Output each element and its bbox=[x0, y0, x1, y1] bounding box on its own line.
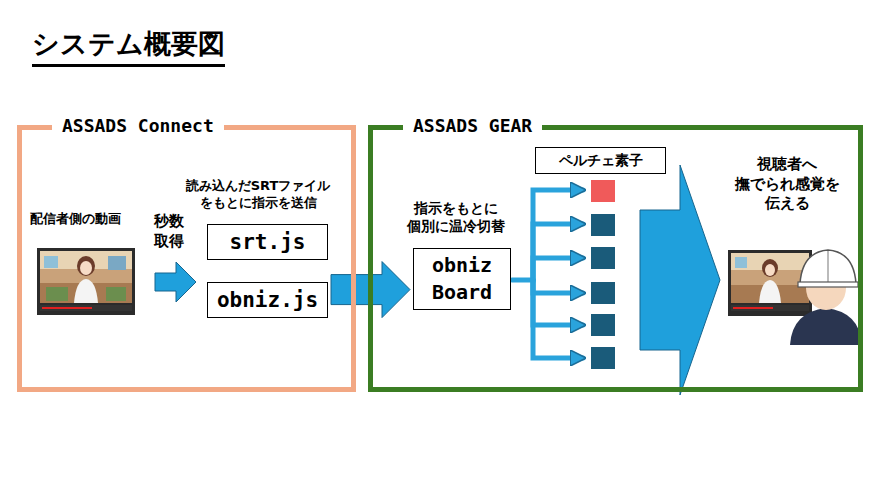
video-caption: 配信者側の動画 bbox=[30, 211, 150, 228]
result-note: 視聴者へ 撫でられ感覚を 伝える bbox=[712, 155, 862, 214]
process-box: srt.js bbox=[207, 224, 328, 260]
step-note: 読み込んだSRTファイル をもとに指示を送信 bbox=[166, 178, 350, 212]
node-label: srt.js bbox=[230, 228, 306, 256]
block-arrow bbox=[155, 262, 196, 302]
step-note: 指示をもとに 個別に温冷切替 bbox=[386, 199, 526, 235]
peltier-elements bbox=[591, 180, 615, 369]
node-label: ペルチェ素子 bbox=[559, 151, 643, 170]
block-arrow bbox=[640, 165, 720, 395]
node-label: obniz Board bbox=[420, 252, 504, 306]
group-frame: ASSADS Connectsrt.jsobniz.js bbox=[17, 125, 356, 392]
title: システム概要図 bbox=[32, 26, 225, 67]
device-box: obniz Board bbox=[413, 248, 511, 310]
group-heading: ASSADS Connect bbox=[52, 115, 224, 136]
viewer-illustration bbox=[728, 250, 862, 345]
node-label: obniz.js bbox=[217, 286, 318, 314]
step-note: 秒数 取得 bbox=[154, 212, 188, 251]
video-thumbnail bbox=[37, 248, 135, 315]
fan-arrows bbox=[512, 190, 583, 358]
process-box: obniz.js bbox=[207, 282, 328, 318]
group-heading: ASSADS GEAR bbox=[403, 115, 542, 136]
component-label-box: ペルチェ素子 bbox=[535, 147, 666, 174]
